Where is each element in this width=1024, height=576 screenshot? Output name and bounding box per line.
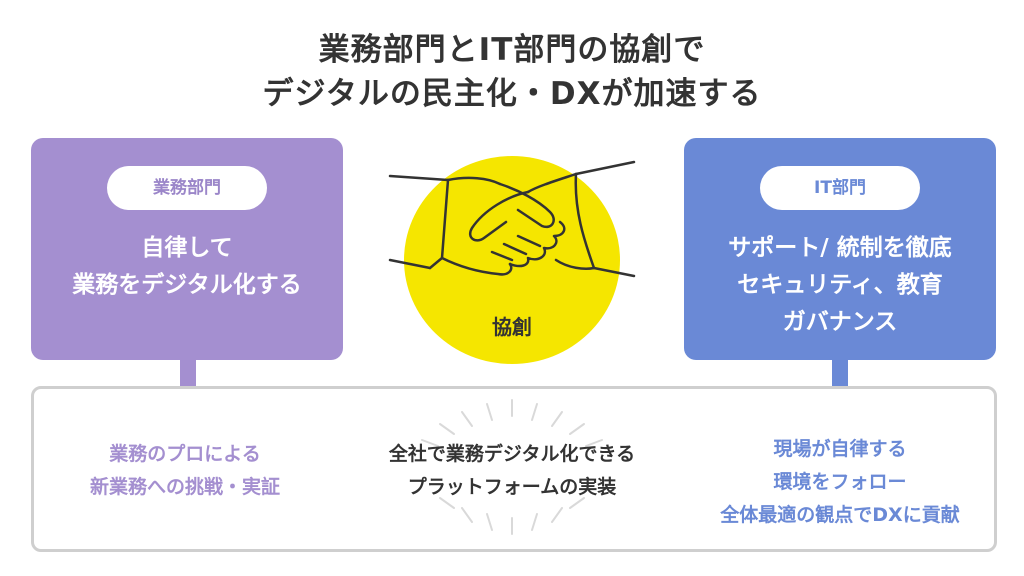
diagram-title: 業務部門とIT部門の協創で デジタルの民主化・DXが加速する: [0, 28, 1024, 116]
platform-outcome-line-2: プラットフォームの実装: [352, 471, 672, 504]
title-line-2: デジタルの民主化・DXが加速する: [0, 72, 1024, 116]
business-dept-panel: 業務部門 自律して 業務をデジタル化する: [31, 138, 343, 360]
platform-outcome-text: 全社で業務デジタル化できる プラットフォームの実装: [352, 438, 672, 504]
business-dept-description: 自律して 業務をデジタル化する: [31, 230, 343, 304]
collaboration-label: 協創: [462, 311, 562, 340]
it-dept-panel: IT部門 サポート/ 統制を徹底 セキュリティ、教育 ガバナンス: [684, 138, 996, 360]
platform-outcome-line-1: 全社で業務デジタル化できる: [352, 438, 672, 471]
business-dept-pill: 業務部門: [107, 166, 267, 210]
it-outcome-line-1: 現場が自律する: [690, 433, 990, 466]
it-dept-line-3: ガバナンス: [684, 304, 996, 341]
it-outcome-line-2: 環境をフォロー: [690, 466, 990, 499]
title-line-1: 業務部門とIT部門の協創で: [0, 28, 1024, 72]
business-outcome-line-2: 新業務への挑戦・実証: [60, 471, 310, 504]
collaboration-circle: [388, 140, 636, 376]
business-outcome-line-1: 業務のプロによる: [60, 438, 310, 471]
business-dept-line-2: 業務をデジタル化する: [31, 267, 343, 304]
it-dept-line-2: セキュリティ、教育: [684, 267, 996, 304]
it-outcome-text: 現場が自律する 環境をフォロー 全体最適の観点でDXに貢献: [690, 433, 990, 532]
it-dept-line-1: サポート/ 統制を徹底: [684, 230, 996, 267]
it-outcome-line-3: 全体最適の観点でDXに貢献: [690, 499, 990, 532]
it-dept-pill: IT部門: [760, 166, 920, 210]
it-dept-description: サポート/ 統制を徹底 セキュリティ、教育 ガバナンス: [684, 230, 996, 341]
business-outcome-text: 業務のプロによる 新業務への挑戦・実証: [60, 438, 310, 504]
business-dept-line-1: 自律して: [31, 230, 343, 267]
